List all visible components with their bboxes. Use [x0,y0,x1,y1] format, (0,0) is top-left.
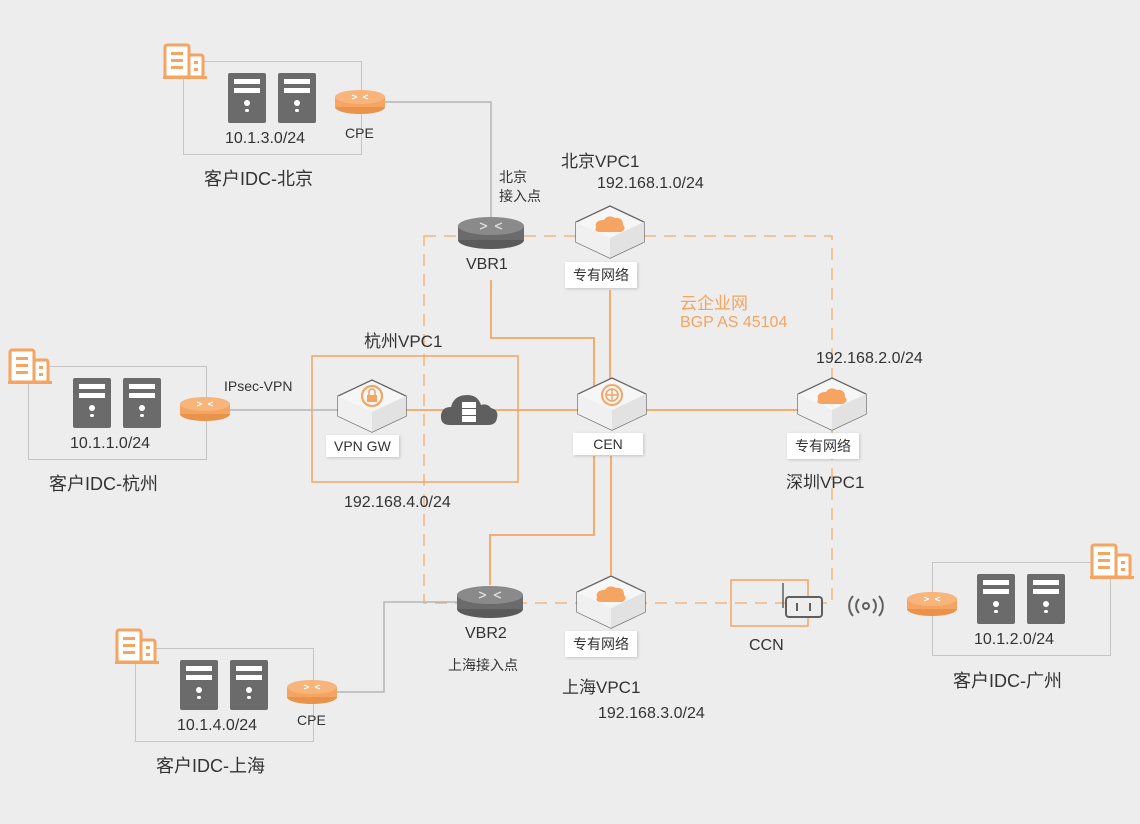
server-icon [977,574,1015,624]
link-idc-beijing-vbr1 [382,101,492,218]
server-icon [230,660,268,710]
idc-hangzhou-cidr: 10.1.1.0/24 [70,435,151,452]
ipsec-vpn-label: IPsec-VPN [224,378,293,394]
vbr1-label: VBR1 [466,256,508,273]
vpn-gateway-icon[interactable] [336,378,408,434]
building-icon [1090,543,1134,579]
idc-guangzhou-cidr: 10.1.2.0/24 [974,631,1055,648]
cloud-server-icon[interactable] [440,393,498,427]
server-icon [73,378,111,428]
idc-hangzhou-name: 客户IDC-杭州 [49,474,158,494]
ccn-label: CCN [749,637,784,654]
vpc-shenzhen-name: 深圳VPC1 [786,473,865,492]
vbr2-access-point: 上海接入点 [448,657,518,673]
idc-guangzhou-name: 客户IDC-广州 [953,671,1062,691]
vpc-shanghai-name: 上海VPC1 [562,678,641,697]
vbr1-access-point-line1: 北京 [499,169,527,185]
vpc-beijing-cidr: 192.168.1.0/24 [597,175,704,192]
cpe-router-icon[interactable] [906,591,958,617]
vpc-beijing-cloud-network-icon[interactable] [574,204,646,260]
vpc-beijing-chip: 专有网络 [565,262,637,288]
vpc-shenzhen-chip: 专有网络 [787,433,859,459]
wireless-signal-icon [848,595,884,617]
server-icon [228,73,266,123]
vpc-shanghai-cloud-network-icon[interactable] [575,574,647,630]
vpc-beijing-name: 北京VPC1 [561,152,640,171]
idc-shanghai-cidr: 10.1.4.0/24 [177,717,258,734]
cpe-shanghai-label: CPE [297,712,326,728]
server-icon [1027,574,1065,624]
vpc-shenzhen-cidr: 192.168.2.0/24 [816,350,923,367]
vbr2-label: VBR2 [465,625,507,642]
hangzhou-vpc-box [311,355,519,483]
vpc-shanghai-cidr: 192.168.3.0/24 [598,705,705,722]
cen-hub-chip: CEN [573,433,643,455]
vpc-shanghai-chip: 专有网络 [565,631,637,657]
cpe-router-icon[interactable] [334,89,386,115]
link-vbr1-cen [490,280,595,392]
vpc-shenzhen-cloud-network-icon[interactable] [796,376,868,432]
cen-bgp: BGP AS 45104 [680,314,788,331]
server-icon [180,660,218,710]
link-idc-shanghai-vbr2 [336,601,458,693]
idc-beijing-cidr: 10.1.3.0/24 [225,130,306,147]
idc-shanghai-name: 客户IDC-上海 [156,756,265,776]
server-icon [123,378,161,428]
cpe-router-icon[interactable] [286,679,338,705]
cpe-router-icon[interactable] [179,396,231,422]
vpc-hangzhou-name: 杭州VPC1 [364,332,443,351]
cen-name: 云企业网 [680,294,748,313]
vbr1-router-icon[interactable] [456,214,526,250]
smart-access-gateway-icon[interactable] [780,582,824,620]
cpe-beijing-label: CPE [345,125,374,141]
vbr2-router-icon[interactable] [455,583,525,619]
vpn-gw-chip: VPN GW [326,435,399,457]
server-icon [278,73,316,123]
link-cen-vbr2 [489,456,595,585]
idc-beijing-name: 客户IDC-北京 [204,169,313,189]
vpc-hangzhou-cidr: 192.168.4.0/24 [344,494,451,511]
building-icon [8,348,52,384]
building-icon [163,43,207,79]
cen-hub-icon[interactable] [576,376,648,432]
vbr1-access-point-line2: 接入点 [499,188,541,204]
building-icon [115,628,159,664]
